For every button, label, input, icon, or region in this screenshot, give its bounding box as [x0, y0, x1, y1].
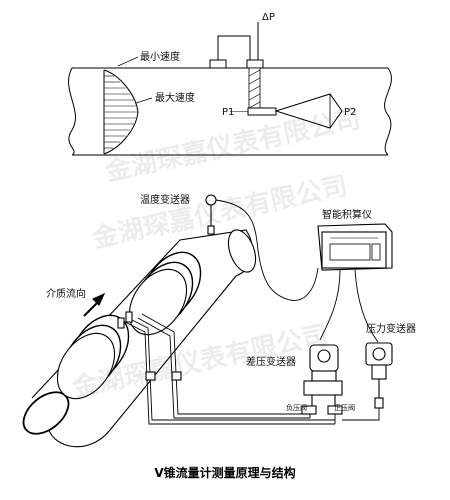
dp-transmitter-label: 差压变送器: [246, 355, 296, 368]
p1-label: P1: [222, 107, 234, 118]
installation-diagram: [22, 194, 393, 448]
min-speed-leader: [117, 56, 139, 67]
pipe-far-end: [227, 229, 257, 273]
temp-transmitter-label: 温度变送器: [140, 193, 190, 206]
dp-line-left: [217, 35, 251, 60]
upstream-tap: [209, 59, 227, 69]
pos-valve-label: 正压阀: [334, 403, 355, 412]
dp-cable: [319, 269, 341, 341]
impulse-valve-right: [171, 371, 182, 381]
tap-upstream: [117, 317, 125, 329]
p-cable: [354, 269, 379, 343]
max-speed-label: 最大速度: [155, 91, 195, 104]
pressure-transmitter-device: [365, 342, 393, 409]
flow-direction-label: 介质流向: [46, 287, 86, 300]
dp-transmitter-device: [303, 344, 343, 408]
pressure-transmitter-label: 压力变送器: [366, 322, 416, 335]
upper-flange: [128, 251, 202, 336]
delta-p-label: ΔP: [262, 12, 275, 23]
temp-cable: [215, 199, 319, 301]
lower-flange: [56, 314, 130, 400]
downstream-tap: [246, 59, 264, 69]
cone-support: [248, 67, 261, 113]
flow-arrow: [83, 292, 106, 317]
max-speed-leader: [135, 97, 153, 104]
pos-valve-body: [327, 405, 343, 415]
min-speed-label: 最小速度: [140, 50, 180, 63]
neg-valve-body: [301, 405, 317, 415]
pipe-left-break: [68, 67, 76, 156]
cone-support-hatch: [248, 69, 261, 109]
p2-label: P2: [344, 107, 356, 118]
tap-downstream: [125, 311, 133, 323]
neg-valve-label: 负压阀: [286, 403, 307, 412]
principle-diagram: [68, 22, 392, 156]
velocity-profile: [103, 69, 139, 155]
cone-stem: [247, 107, 277, 116]
figure-caption: V锥流量计测量原理与结构: [154, 465, 295, 480]
pipe-right-break: [384, 67, 392, 156]
smart-calculator-device: [317, 223, 393, 271]
temp-transmitter: [205, 194, 217, 235]
v-cone: [274, 93, 343, 129]
impulse-valve-left: [145, 371, 156, 381]
smart-calculator-label: 智能积算仪: [322, 208, 372, 221]
